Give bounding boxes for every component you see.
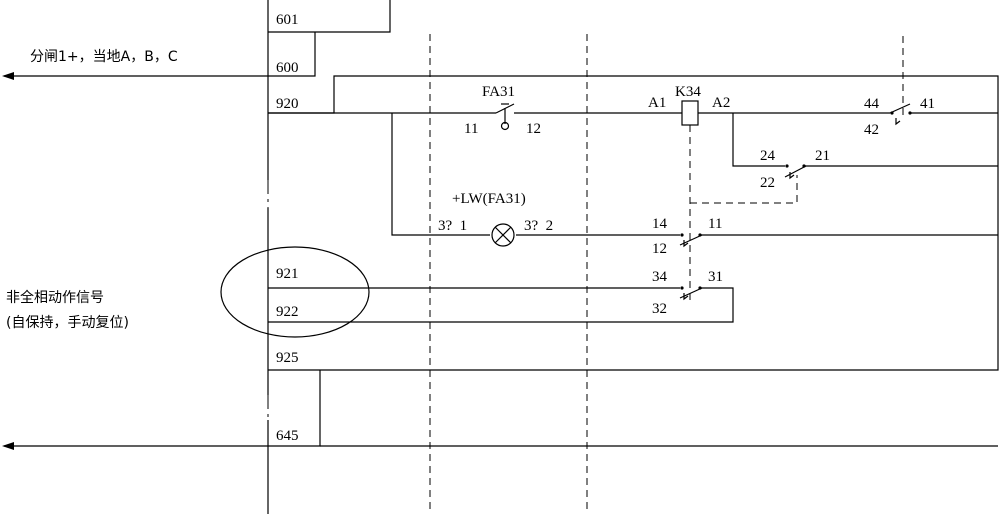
k34-contact-24 (784, 164, 807, 180)
k34-contact-14 (679, 233, 703, 248)
wire-920 (268, 75, 999, 371)
node-645: 645 (276, 428, 299, 444)
node-925: 925 (276, 350, 299, 366)
label-nonfullphase: 非全相动作信号 (6, 289, 104, 306)
contact-14-c: 12 (652, 241, 667, 257)
k34-contact-34 (679, 286, 703, 301)
fa31-switch (495, 103, 515, 131)
arrow-top (2, 72, 268, 80)
wire-645 (268, 370, 998, 447)
node-601: 601 (276, 12, 299, 28)
k34-contact-44 (889, 103, 912, 126)
contact-24-a: 24 (760, 148, 776, 164)
k34-a1: A1 (648, 95, 666, 111)
label-trip-local: 分闸1+，当地A，B，C (30, 49, 178, 65)
lamp-name: +LW(FA31) (452, 191, 526, 207)
contact-24-c: 22 (760, 175, 775, 191)
lamp-t2: 3? 2 (524, 218, 553, 234)
node-922: 922 (276, 304, 299, 320)
contact-34-a: 34 (652, 269, 668, 285)
lamp-icon (491, 223, 515, 247)
wire-600 (268, 32, 316, 77)
contact-44-b: 41 (920, 96, 935, 112)
lamp-t1: 3? 1 (438, 218, 467, 234)
label-selfhold: (自保持，手动复位) (6, 314, 129, 331)
contact-44-a: 44 (864, 96, 880, 112)
node-920: 920 (276, 96, 299, 112)
node-921: 921 (276, 266, 299, 282)
contact-24-b: 21 (815, 148, 830, 164)
contact-44-c: 42 (864, 122, 879, 138)
contact-34-b: 31 (708, 269, 723, 285)
fa31-t2: 12 (526, 121, 541, 137)
wire-921-922 (268, 287, 734, 323)
contact-14-b: 11 (708, 216, 722, 232)
k34-name: K34 (675, 84, 701, 100)
arrow-bottom (2, 442, 268, 450)
k34-coil (681, 100, 699, 126)
k34-a2: A2 (712, 95, 730, 111)
node-600: 600 (276, 60, 299, 76)
fa31-t1: 11 (464, 121, 478, 137)
fa31-name: FA31 (482, 84, 515, 100)
highlight-ellipse (220, 246, 370, 338)
k34-mechanical-link (689, 36, 904, 300)
contact-14-a: 14 (652, 216, 668, 232)
wire-601 (268, 0, 391, 33)
contact-34-c: 32 (652, 301, 667, 317)
